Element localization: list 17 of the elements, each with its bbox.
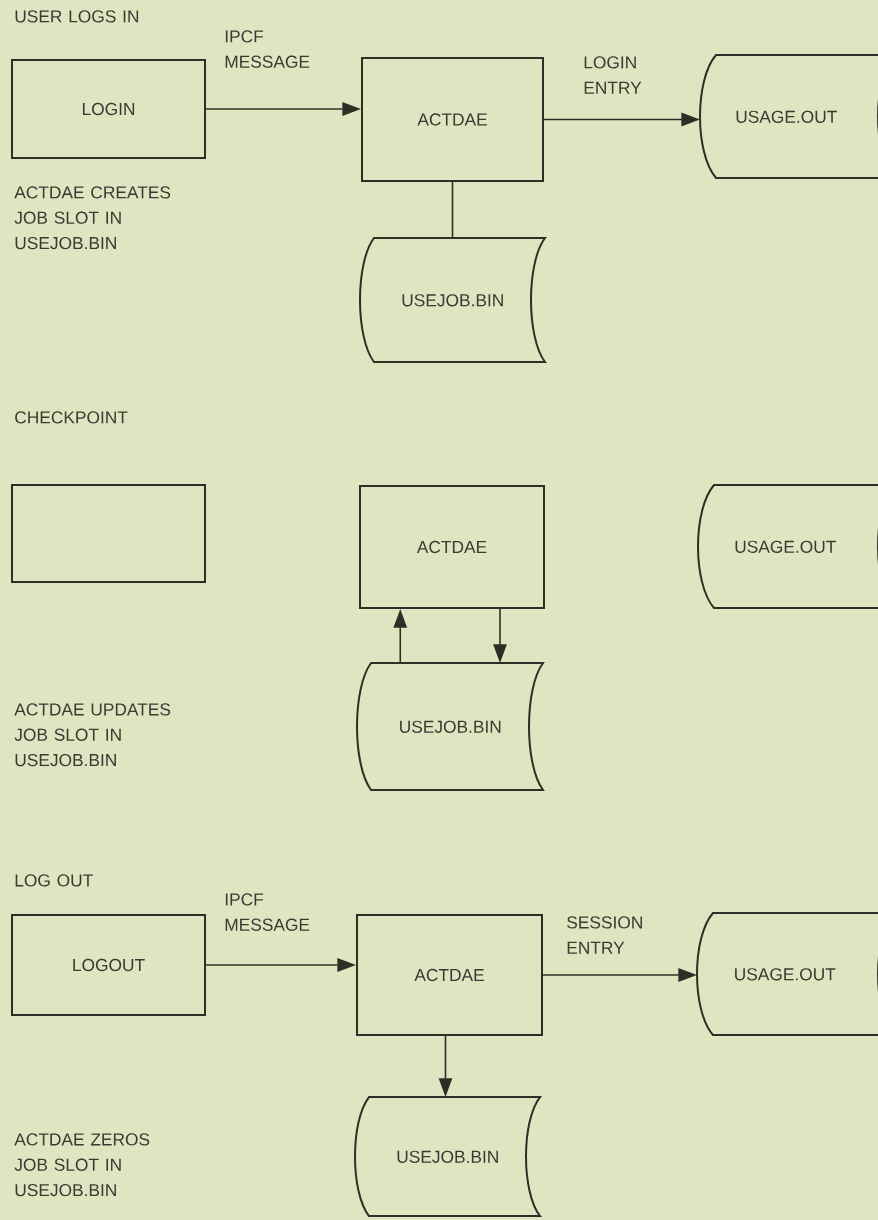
process-box: LOGOUT: [11, 914, 206, 1016]
edge-label: IPCF MESSAGE: [225, 30, 310, 68]
process-box: ACTDAE: [356, 914, 543, 1036]
section-heading: USER LOGS IN: [15, 10, 139, 23]
process-box: ACTDAE: [361, 57, 544, 182]
note-text: ACTDAE ZEROS JOB SLOT IN USEJOB.BIN: [14, 1133, 150, 1197]
edge-label: SESSION ENTRY: [567, 916, 642, 954]
note-text: ACTDAE CREATES JOB SLOT IN USEJOB.BIN: [14, 186, 171, 250]
edge-label: LOGIN ENTRY: [584, 56, 642, 94]
section-heading: LOG OUT: [15, 874, 93, 887]
note-text: ACTDAE UPDATES JOB SLOT IN USEJOB.BIN: [14, 703, 171, 767]
process-box: LOGIN: [11, 59, 206, 159]
empty-box: [11, 484, 206, 583]
section-heading: CHECKPOINT: [15, 411, 128, 424]
edge-label: IPCF MESSAGE: [225, 893, 310, 931]
process-box: ACTDAE: [359, 485, 545, 609]
connector-line: [451, 181, 454, 239]
